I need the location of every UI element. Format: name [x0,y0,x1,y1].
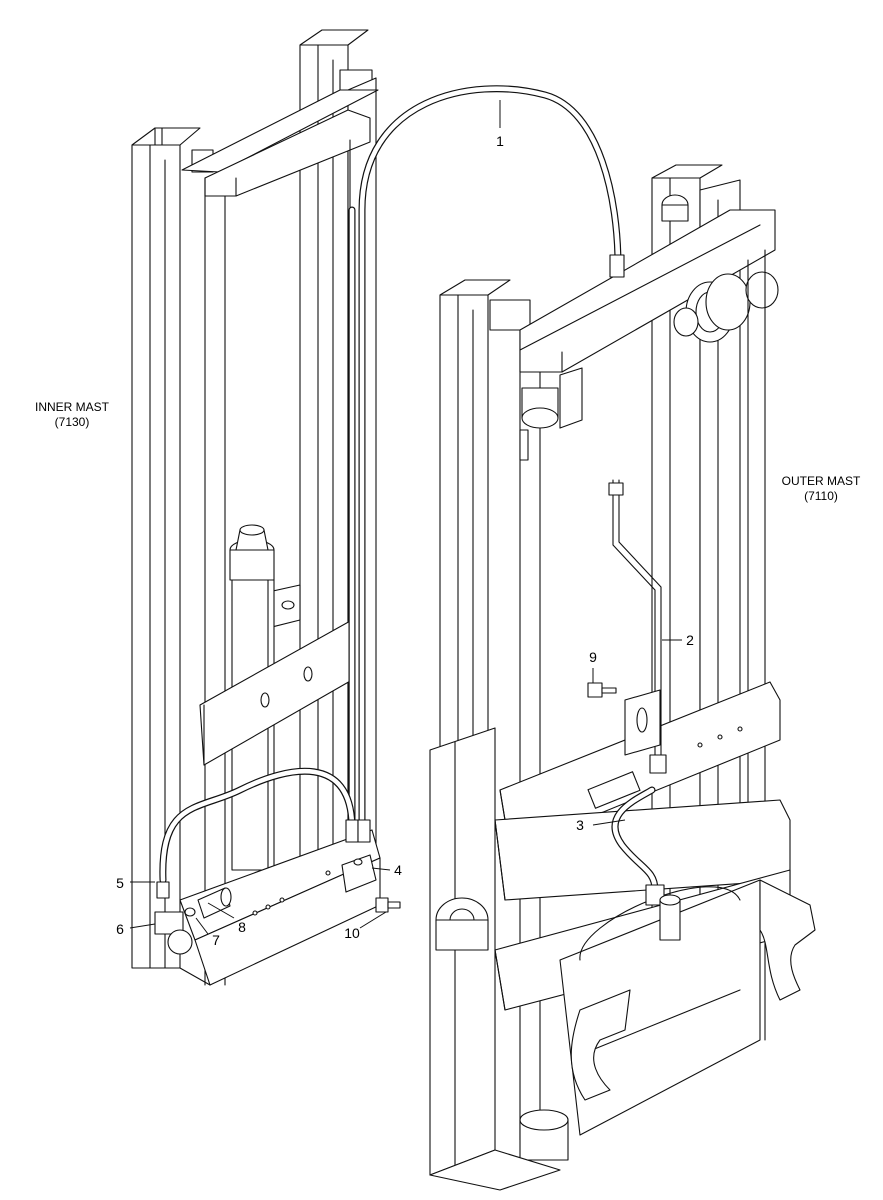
callout-6: 6 [116,921,124,937]
outer-mast-label: OUTER MAST [782,474,861,488]
leader-lines [129,100,682,935]
inner-mast-code: (7130) [55,415,90,429]
callout-4: 4 [394,862,402,878]
callout-10: 10 [344,925,360,941]
callout-8: 8 [238,919,246,935]
callout-1: 1 [496,133,504,149]
callout-7: 7 [212,932,220,948]
outer-mast-drawing [429,164,816,1191]
callout-2: 2 [686,632,694,648]
outer-mast-code: (7110) [804,489,838,503]
hoses [154,85,681,955]
callout-9: 9 [589,649,597,665]
callout-3: 3 [576,817,584,833]
callout-5: 5 [116,875,124,891]
inner-mast-label: INNER MAST [35,400,110,414]
